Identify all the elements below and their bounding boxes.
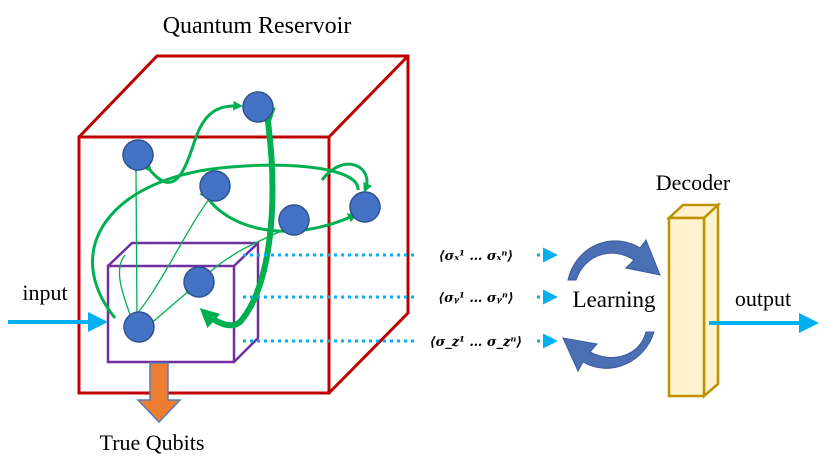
observable-y: ⟨σᵧ¹ … σᵧⁿ⟩ <box>438 291 514 306</box>
qubits <box>122 91 381 343</box>
decoder-label: Decoder <box>656 170 731 195</box>
decoder-block <box>665 202 722 399</box>
qubit-node <box>183 266 215 298</box>
qubit-node <box>123 311 155 343</box>
qubit-node <box>122 139 154 171</box>
reservoir-title: Quantum Reservoir <box>163 13 352 39</box>
observable-x: ⟨σₓ¹ … σₓⁿ⟩ <box>439 249 514 264</box>
true-qubits-label: True Qubits <box>100 430 205 455</box>
qubit-node <box>349 191 381 223</box>
true-qubits-arrow <box>136 362 182 424</box>
observable-z: ⟨σ_z¹ … σ_zⁿ⟩ <box>430 335 523 350</box>
readout-lines <box>243 247 558 349</box>
qubit-node <box>278 204 310 236</box>
qubit-node <box>199 170 231 202</box>
learning-label: Learning <box>572 287 656 312</box>
qubit-node <box>242 91 274 123</box>
true-qubits-cube <box>106 241 260 364</box>
strong-coupling-arrow <box>199 107 276 329</box>
output-label: output <box>735 286 791 311</box>
learning-cycle-arrows <box>562 238 661 373</box>
input-label: input <box>22 280 67 305</box>
